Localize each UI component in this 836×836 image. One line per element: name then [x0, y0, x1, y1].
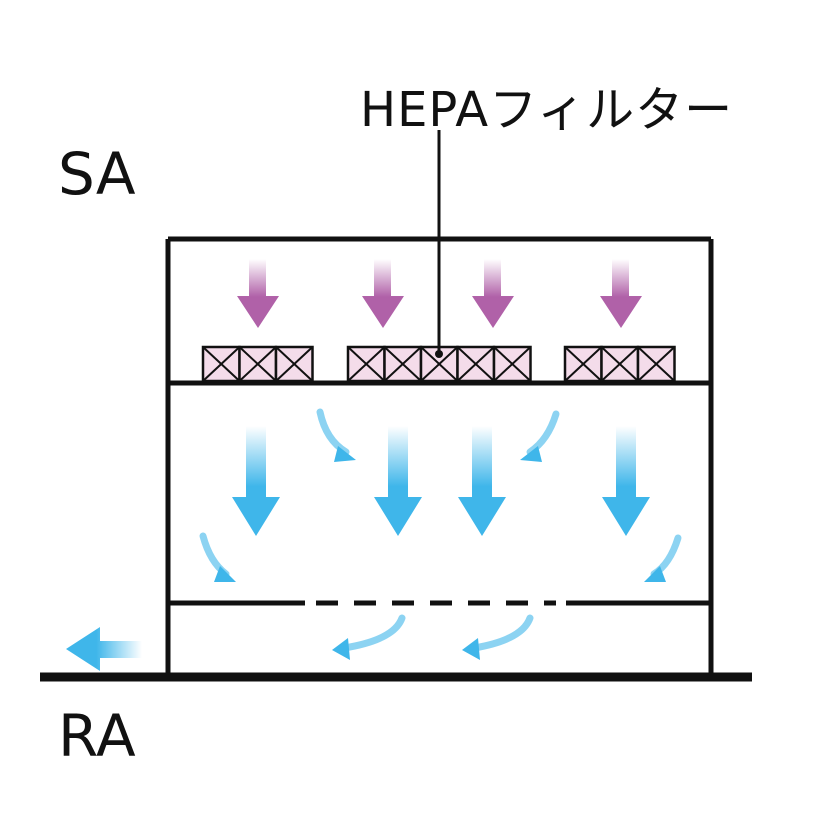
curved-arrow-icon — [526, 410, 560, 456]
arrow-left-icon — [66, 627, 142, 671]
hepa-filter-label: HEPAフィルター — [360, 82, 734, 138]
turbulence-arrows — [199, 408, 682, 652]
filter-cross-icon — [238, 345, 278, 383]
filter-leader-line — [435, 130, 443, 358]
filter-cross-icon — [492, 345, 532, 383]
filter-cross-icon — [383, 345, 423, 383]
arrow-down-icon — [232, 426, 280, 536]
hepa-filter-unit — [201, 345, 314, 383]
filter-cross-icon — [636, 345, 676, 383]
arrow-down-icon — [602, 426, 650, 536]
curved-arrow-icon — [316, 408, 350, 456]
filter-cross-icon — [456, 345, 496, 383]
filter-cross-icon — [274, 345, 314, 383]
filter-cross-icon — [346, 345, 386, 383]
return-air-label: RA — [58, 702, 136, 770]
arrow-down-icon — [237, 259, 279, 328]
hepa-filter-bank — [201, 345, 676, 383]
arrow-down-icon — [472, 259, 514, 328]
clean-air-downflow — [232, 426, 650, 536]
filter-cross-icon — [563, 345, 603, 383]
curved-arrow-icon — [199, 532, 230, 578]
arrow-down-icon — [374, 426, 422, 536]
supply-air-arrows — [237, 259, 642, 328]
hepa-filter-unit — [563, 345, 676, 383]
arrow-down-icon — [600, 259, 642, 328]
turbulence-arrowheads — [214, 446, 666, 660]
arrow-down-icon — [362, 259, 404, 328]
filter-cross-icon — [600, 345, 640, 383]
curved-arrow-icon — [470, 614, 534, 652]
filter-cross-icon — [201, 345, 241, 383]
curved-arrow-icon — [340, 614, 406, 652]
arrow-down-icon — [458, 426, 506, 536]
supply-air-label: SA — [58, 140, 136, 208]
